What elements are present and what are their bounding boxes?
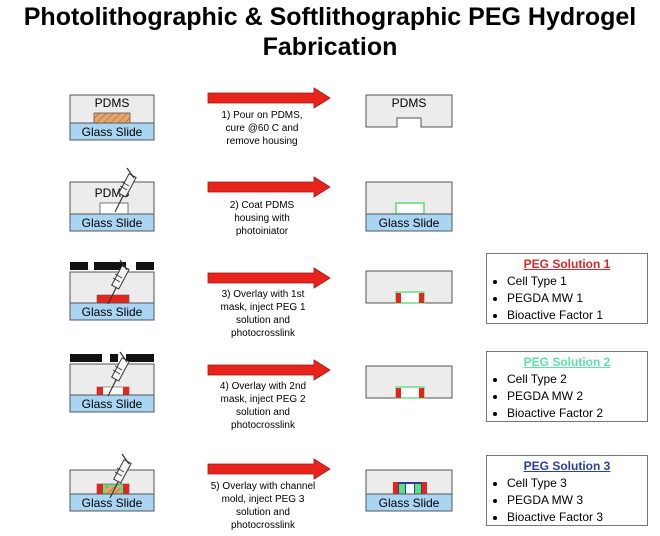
- peg-solution-3-item: Bioactive Factor 3: [507, 509, 647, 526]
- row5-arrow: [207, 458, 331, 480]
- pdms-label: PDMS: [392, 96, 427, 110]
- glass-label: Glass Slide: [82, 125, 143, 139]
- peg-solution-1-item: PEGDA MW 1: [507, 290, 647, 307]
- glass-label: Glass Slide: [82, 496, 143, 510]
- peg-solution-3-title: PEG Solution 3: [523, 459, 611, 473]
- row4-arrow: [207, 359, 331, 381]
- row4-right-device: [365, 365, 453, 399]
- glass-label: Glass Slide: [82, 397, 143, 411]
- pdms-label: PDMS: [95, 96, 130, 110]
- row1-arrow: [207, 87, 331, 109]
- peg-solution-3-item: Cell Type 3: [507, 475, 647, 492]
- glass-label: Glass Slide: [379, 496, 440, 510]
- peg-solution-1-box: PEG Solution 1 Cell Type 1 PEGDA MW 1 Bi…: [486, 253, 648, 324]
- peg-solution-2-title: PEG Solution 2: [523, 355, 611, 369]
- row3-right-device: [365, 270, 453, 304]
- peg-solution-2-item: PEGDA MW 2: [507, 388, 647, 405]
- peg-solution-3-box: PEG Solution 3 Cell Type 3 PEGDA MW 3 Bi…: [486, 455, 648, 526]
- row2-arrow: [207, 176, 331, 198]
- glass-label: Glass Slide: [82, 305, 143, 319]
- peg-solution-3-item: PEGDA MW 3: [507, 492, 647, 509]
- figure-title: Photolithographic & Softlithographic PEG…: [23, 3, 637, 61]
- peg-solution-1-item: Cell Type 1: [507, 273, 647, 290]
- row1-left-device: PDMS Glass Slide: [69, 94, 155, 141]
- step-2-caption: 2) Coat PDMS housing with photoiniator: [229, 200, 295, 237]
- glass-label: Glass Slide: [82, 216, 143, 230]
- row2-left-device: PDMS Glass Slide: [69, 167, 155, 232]
- peg-solution-1-title: PEG Solution 1: [523, 257, 611, 271]
- step-3-caption: 3) Overlay with 1st mask, inject PEG 1 s…: [220, 289, 306, 339]
- step-1-caption: 1) Pour on PDMS, cure @60 C and remove h…: [221, 110, 303, 147]
- peg-solution-2-item: Bioactive Factor 2: [507, 405, 647, 422]
- row5-right-device: Glass Slide: [365, 469, 453, 512]
- row3-arrow: [207, 267, 331, 289]
- step-5-caption: 5) Overlay with channel mold, inject PEG…: [210, 481, 316, 531]
- row2-right-device: Glass Slide: [365, 181, 453, 232]
- glass-label: Glass Slide: [379, 216, 440, 230]
- peg-solution-1-item: Bioactive Factor 1: [507, 307, 647, 324]
- row3-left-device: Glass Slide: [69, 259, 155, 321]
- su8-pattern: [93, 112, 131, 124]
- peg-solution-2-item: Cell Type 2: [507, 371, 647, 388]
- row4-left-device: Glass Slide: [69, 351, 155, 413]
- row5-left-device: Glass Slide: [69, 453, 155, 512]
- peg-solution-2-box: PEG Solution 2 Cell Type 2 PEGDA MW 2 Bi…: [486, 351, 648, 422]
- step-4-caption: 4) Overlay with 2nd mask, inject PEG 2 s…: [219, 381, 307, 431]
- row1-right-device: PDMS: [365, 94, 453, 128]
